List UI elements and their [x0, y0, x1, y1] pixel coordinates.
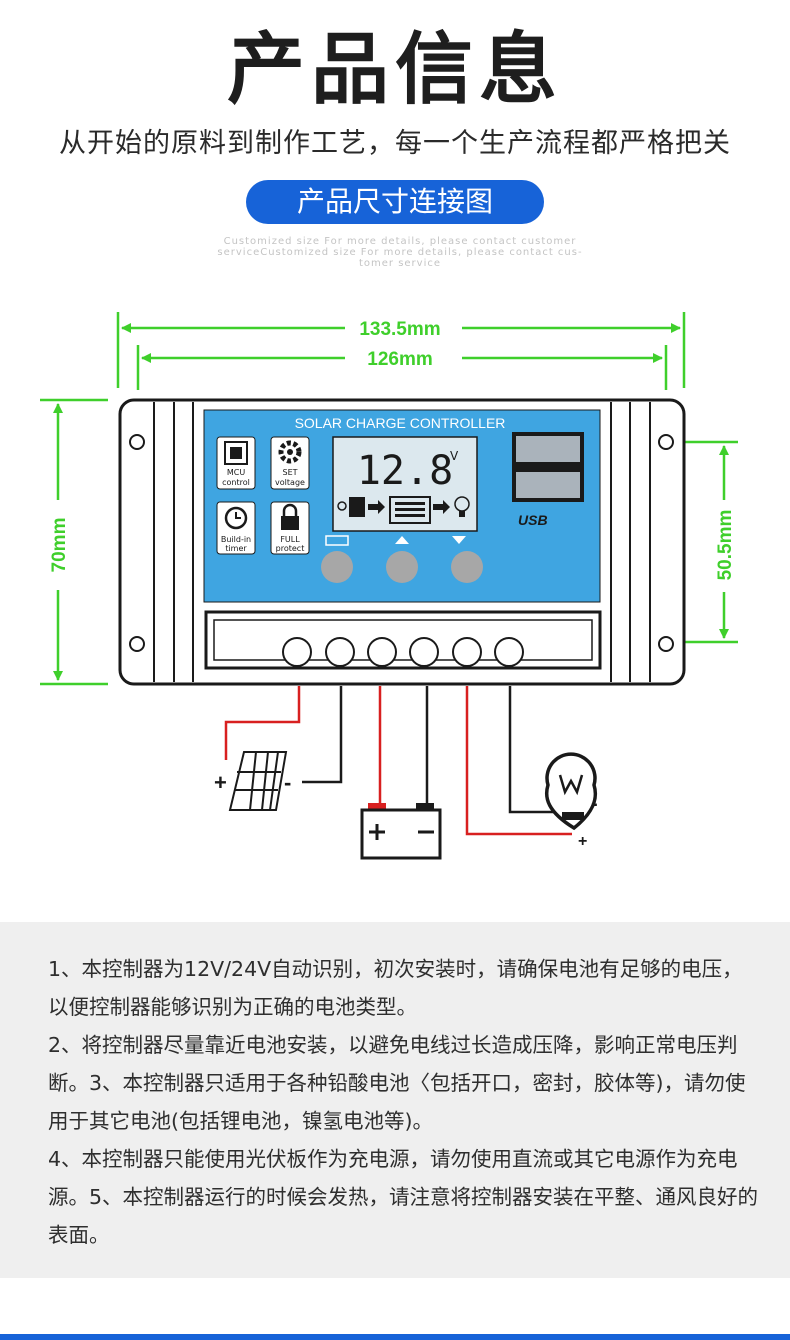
mount-height-label: 50.5mm — [715, 510, 736, 581]
load-minus-sign: - — [591, 793, 598, 815]
feature-full-protect: FULL protect — [270, 501, 310, 555]
solar-panel-icon — [228, 751, 288, 811]
chip-icon — [224, 441, 248, 465]
menu-button[interactable] — [321, 551, 353, 583]
bulb-icon — [454, 496, 470, 517]
terminal-screw[interactable] — [409, 637, 439, 667]
svg-text:timer: timer — [225, 544, 247, 553]
wiring — [224, 686, 572, 836]
overall-width-label: 133.5mm — [359, 319, 440, 340]
terminal-block — [204, 610, 602, 670]
load-plus-sign: + — [578, 833, 587, 850]
solar-panel-icon — [349, 497, 365, 517]
terminal-screw[interactable] — [452, 637, 482, 667]
mount-width-label: 126mm — [367, 349, 433, 370]
page-title: 产品信息 — [226, 25, 563, 115]
feature-build-in-timer: Build-in timer — [216, 501, 256, 555]
caption-line: tomer service — [358, 258, 442, 269]
height-label: 70mm — [49, 518, 70, 573]
mount-hole — [658, 434, 674, 450]
svg-text:MCU: MCU — [227, 468, 245, 477]
terminal-screw[interactable] — [325, 637, 355, 667]
controller-diagram: 133.5mm 126mm 70mm 50.5mm SOLAR CHARGE C… — [40, 312, 738, 860]
note-paragraph: 1、本控制器为12V/24V自动识别，初次安装时，请确保电池有足够的电压，以便控… — [48, 957, 743, 1019]
sun-icon — [337, 501, 347, 511]
lock-icon — [281, 503, 299, 530]
note-paragraph: 4、本控制器只能使用光伏板作为充电源，请勿使用直流或其它电源作为充电源。5、本控… — [48, 1147, 759, 1247]
dimension-lines — [40, 312, 738, 686]
feature-set-voltage: SET voltage — [270, 436, 310, 490]
battery-icon — [360, 803, 442, 860]
svg-text:voltage: voltage — [275, 478, 305, 487]
svg-text:Build-in: Build-in — [221, 535, 251, 544]
arrow-icon — [368, 500, 385, 514]
lcd-screen: 12.8 V — [332, 436, 478, 532]
arrow-icon — [433, 500, 450, 514]
footer-bar — [0, 1334, 790, 1340]
notes-section: 1、本控制器为12V/24V自动识别，初次安装时，请确保电池有足够的电压，以便控… — [0, 922, 790, 1278]
gear-icon — [278, 440, 302, 464]
feature-mcu-control: MCU control — [216, 436, 256, 490]
mount-hole — [129, 636, 145, 652]
lcd-voltage-unit: V — [450, 449, 459, 463]
usb-label: USB — [518, 512, 548, 528]
section-pill: 产品尺寸连接图 — [246, 180, 544, 224]
down-arrow-icon — [452, 536, 466, 544]
terminal-screw[interactable] — [282, 637, 312, 667]
svg-text:protect: protect — [276, 544, 305, 553]
caption-line: serviceCustomized size For more details,… — [217, 247, 583, 258]
bulb-icon — [544, 752, 598, 831]
solar-plus-sign: + — [214, 770, 227, 795]
up-arrow-icon — [395, 536, 409, 544]
battery-icon — [389, 496, 431, 524]
caption-line: Customized size For more details, please… — [223, 236, 577, 247]
svg-text:SET: SET — [282, 468, 297, 477]
usb-ports: USB — [512, 432, 584, 528]
svg-text:FULL: FULL — [280, 535, 300, 544]
note-paragraph: 2、将控制器尽量靠近电池安装，以避免电线过长造成压降，影响正常电压判断。3、本控… — [48, 1033, 746, 1133]
clock-icon — [224, 506, 248, 530]
up-button[interactable] — [386, 551, 418, 583]
lcd-voltage-value: 12.8 — [357, 448, 453, 494]
mount-hole — [129, 434, 145, 450]
solar-minus-sign: - — [284, 770, 291, 795]
menu-icon — [325, 535, 349, 546]
terminal-screw[interactable] — [367, 637, 397, 667]
terminal-screw[interactable] — [494, 637, 524, 667]
caption-text: Customized size For more details, please… — [200, 236, 600, 269]
down-button[interactable] — [451, 551, 483, 583]
svg-text:control: control — [222, 478, 250, 487]
mount-hole — [658, 636, 674, 652]
page-subtitle: 从开始的原料到制作工艺，每一个生产流程都严格把关 — [59, 128, 731, 159]
panel-title: SOLAR CHARGE CONTROLLER — [295, 415, 506, 431]
